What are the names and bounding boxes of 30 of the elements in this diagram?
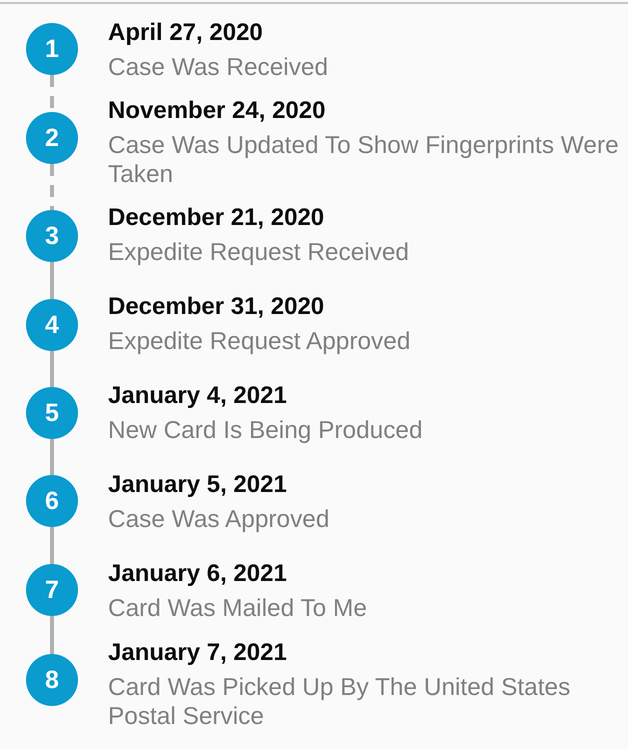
event-description: Expedite Request Received bbox=[108, 238, 410, 266]
step-circle: 7 bbox=[26, 564, 78, 616]
connector-line bbox=[50, 351, 54, 387]
step-circle: 5 bbox=[26, 387, 78, 439]
step-circle: 6 bbox=[26, 475, 78, 527]
connector-line bbox=[50, 439, 54, 475]
connector-line bbox=[50, 262, 54, 299]
connector-line bbox=[50, 527, 54, 564]
event-date: January 5, 2021 bbox=[108, 470, 287, 500]
event-date: December 21, 2020 bbox=[108, 203, 324, 233]
connector-line bbox=[50, 616, 54, 654]
step-circle: 3 bbox=[26, 210, 78, 262]
event-date: April 27, 2020 bbox=[108, 18, 263, 48]
event-description: Expedite Request Approved bbox=[108, 326, 412, 356]
step-circle: 4 bbox=[26, 299, 78, 351]
event-description: Case Was Updated To Show Fingerprints Were Taken bbox=[108, 130, 620, 188]
event-date: December 31, 2020 bbox=[108, 292, 324, 322]
event-date: November 24, 2020 bbox=[108, 96, 326, 126]
event-description: Card Was Mailed To Me bbox=[108, 594, 368, 622]
event-description: Case Was Received bbox=[108, 52, 330, 82]
event-description: Card Was Picked Up By The United States Postal Service bbox=[108, 672, 572, 730]
connector-line bbox=[50, 164, 54, 210]
step-circle: 1 bbox=[26, 23, 78, 75]
event-description: New Card Is Being Produced bbox=[108, 416, 424, 444]
event-date: January 7, 2021 bbox=[108, 638, 287, 668]
step-circle: 2 bbox=[26, 112, 78, 164]
event-description: Case Was Approved bbox=[108, 504, 330, 534]
step-circle: 8 bbox=[26, 654, 78, 706]
event-date: January 4, 2021 bbox=[108, 381, 287, 411]
event-date: January 6, 2021 bbox=[108, 559, 287, 589]
